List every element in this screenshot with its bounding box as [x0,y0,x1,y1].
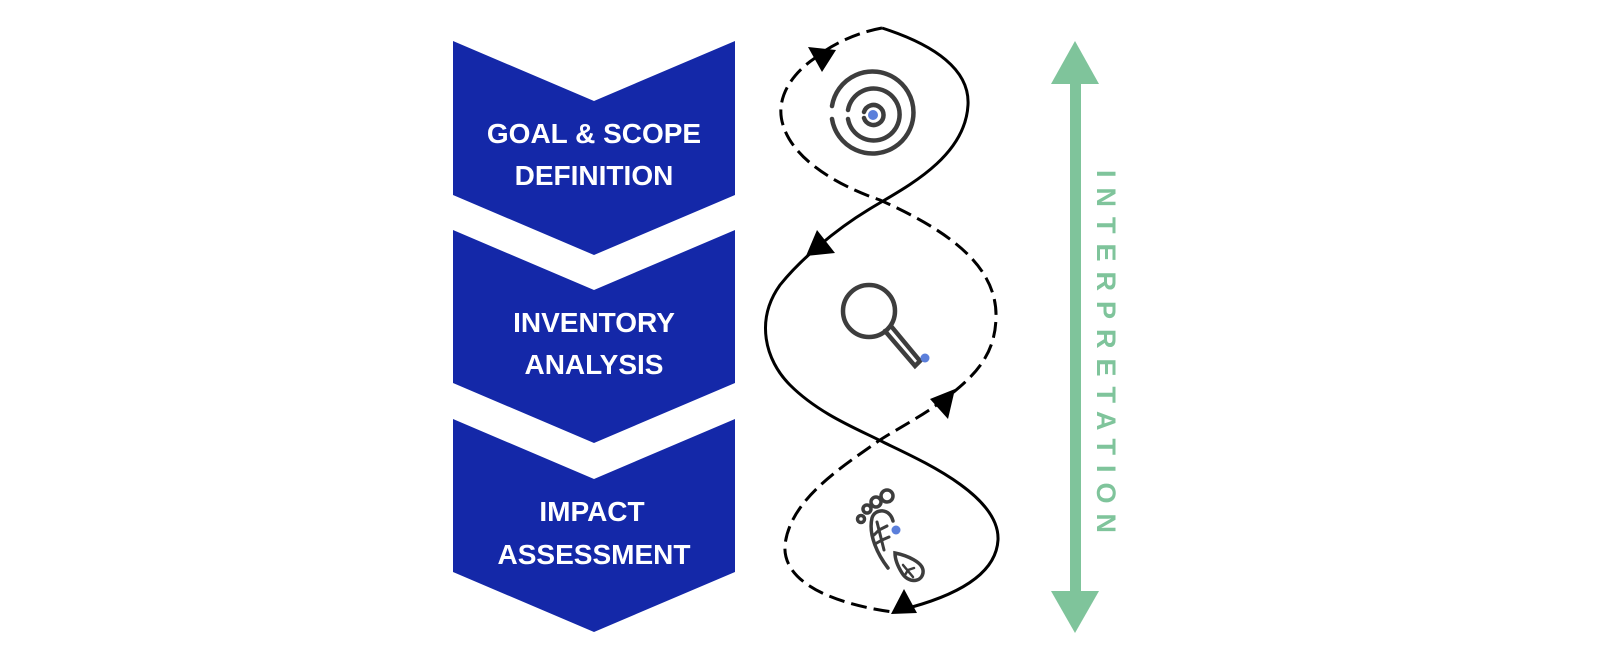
stage-chevron-inventory: INVENTORY ANALYSIS [453,230,735,443]
target-center-dot [868,110,878,120]
chevron-shape-impact [453,419,735,632]
stage-label-impact-line1: IMPACT [539,496,644,527]
magnifier-accent-dot [920,353,930,363]
stage-label-goal-line1: GOAL & SCOPE [487,118,701,149]
stage-label-impact-line2: ASSESSMENT [498,539,691,570]
target-icon [829,69,916,156]
interpretation-arrowhead-up [1051,41,1099,84]
footprint-leaf-icon [855,488,925,583]
arrowhead-mid-left [806,230,835,256]
arrowhead-top-left [808,47,836,72]
iteration-loops [764,26,1000,614]
footprint-accent-dot [891,525,901,535]
arrowhead-bottom [891,589,917,614]
chevron-shape-inventory [453,230,735,443]
chevron-shape-goal [453,41,735,255]
stage-chevron-impact: IMPACT ASSESSMENT [453,419,735,632]
arrowhead-mid-right [930,389,955,419]
interpretation-arrowhead-down [1051,591,1099,633]
stage-label-inventory-line2: ANALYSIS [524,349,663,380]
interpretation-arrow [1051,41,1099,633]
interpretation-arrow-shaft [1070,80,1081,595]
stage-label-goal-line2: DEFINITION [515,160,674,191]
stage-label-inventory-line1: INVENTORY [513,307,675,338]
interpretation-label: INTERPRETATION [1091,170,1121,543]
stage-chevron-goal: GOAL & SCOPE DEFINITION [453,41,735,255]
loop-dashed-line [779,26,998,614]
magnifier-icon [840,282,930,370]
loop-solid-line [764,26,1000,609]
